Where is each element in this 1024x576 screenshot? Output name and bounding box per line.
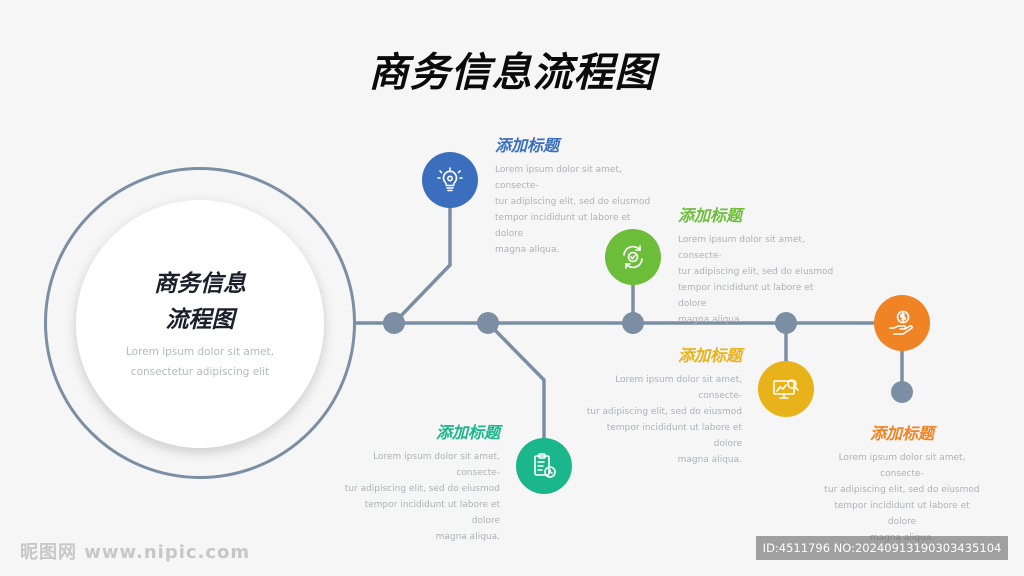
step-5-description: Lorem ipsum dolor sit amet, consecte- tu… [822,450,982,546]
step-3-text: 添加标题 Lorem ipsum dolor sit amet, consect… [678,202,838,328]
step-2-desc-line: tur adipiscing elit, sed do eiusmod [344,484,500,494]
center-title-line2: 流程图 [165,307,235,333]
step-1-text: 添加标题 Lorem ipsum dolor sit amet, consect… [495,132,655,258]
step-3-desc-line: Lorem ipsum dolor sit amet, consecte- [678,235,805,261]
step-2-description: Lorem ipsum dolor sit amet, consecte- tu… [340,449,500,545]
step-5-desc-line: Lorem ipsum dolor sit amet, consecte- [838,453,966,479]
timeline-node-4 [775,312,797,334]
step-5-icon-circle [874,295,930,351]
step-3-description: Lorem ipsum dolor sit amet, consecte- tu… [678,232,838,328]
center-desc-line1: Lorem ipsum dolor sit amet, [126,346,274,358]
step-4-desc-line: Lorem ipsum dolor sit amet, consecte- [615,375,742,401]
step-1-desc-line: magna aliqua. [495,245,560,255]
step-3-desc-line: tur adipiscing elit, sed do eiusmod [678,267,834,277]
step-5-title: 添加标题 [869,424,934,443]
step-4-desc-line: tur adipiscing elit, sed do eiusmod [586,407,742,417]
watermark-id-badge: ID:4511796 NO:20240913190303435104 [756,536,1008,560]
center-disc [76,200,324,448]
step-2-title: 添加标题 [435,423,500,442]
step-1-desc-line: tur adipiscing elit, sed do eiusmod [495,197,651,207]
clipboard-clock-icon [534,453,556,478]
step-4-desc-line: tempor incididunt ut labore et dolore [606,423,742,449]
monitor-search-icon [773,379,799,399]
step-5-text: 添加标题 Lorem ipsum dolor sit amet, consect… [822,420,982,546]
step-2-desc-line: Lorem ipsum dolor sit amet, consecte- [373,452,500,478]
step-1-description: Lorem ipsum dolor sit amet, consecte- tu… [495,162,655,258]
lightbulb-icon [437,167,463,192]
step-2-icon-circle [516,438,572,494]
branch-line-1 [392,178,452,325]
step-1-desc-line: Lorem ipsum dolor sit amet, consecte- [495,165,622,191]
branch-line-2 [486,321,546,467]
step-2-desc-line: tempor incididunt ut labore et dolore [364,500,500,526]
step-5-desc-line: tur adipiscing elit, sed do eiusmod [824,485,980,495]
step-1-desc-line: tempor incididunt ut labore et dolore [495,213,631,239]
timeline-node-1 [383,312,405,334]
page-title: 商务信息流程图 [368,50,656,96]
gear-cycle-icon [623,245,643,269]
step-3-title: 添加标题 [678,206,743,225]
step-2-text: 添加标题 Lorem ipsum dolor sit amet, consect… [340,419,500,545]
step-4-icon-circle [758,361,814,417]
step-4-title: 添加标题 [677,346,742,365]
timeline-node-2 [477,312,499,334]
step-1-icon-circle [422,152,478,208]
center-title: 商务信息 流程图 [104,266,296,338]
center-desc-line2: consectetur adipiscing elit [130,366,270,378]
step-3-icon-circle [605,229,661,285]
step-3-desc-line: tempor incididunt ut labore et dolore [678,283,814,309]
timeline-node-3 [622,312,644,334]
step-4-description: Lorem ipsum dolor sit amet, consecte- tu… [582,372,742,468]
timeline-node-5 [891,381,913,403]
center-description: Lorem ipsum dolor sit amet, consectetur … [104,342,296,382]
step-4-text: 添加标题 Lorem ipsum dolor sit amet, consect… [582,342,742,468]
step-5-desc-line: tempor incididunt ut labore et dolore [834,501,970,527]
watermark-left: 昵图网 www.nipic.com [20,542,251,563]
step-3-desc-line: magna aliqua. [678,315,743,325]
center-ring [44,167,356,479]
step-1-title: 添加标题 [495,136,560,155]
center-title-line1: 商务信息 [154,271,246,297]
step-4-desc-line: magna aliqua. [677,455,742,465]
step-2-desc-line: magna aliqua. [435,532,500,542]
money-hand-icon [889,310,913,335]
